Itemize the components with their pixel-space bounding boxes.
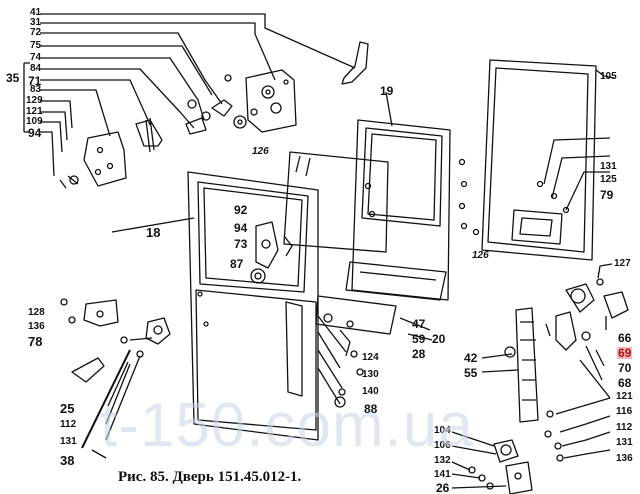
window-frame (351, 119, 451, 301)
callout-79: 79 (600, 188, 614, 202)
callout-19: 19 (380, 84, 394, 98)
figure-caption: Рис. 85. Дверь 151.45.012-1. (118, 469, 302, 485)
callout-66: 66 (618, 331, 632, 345)
hinge-plate (83, 131, 127, 187)
callout-47: 47 (412, 317, 426, 331)
callout-28: 28 (412, 347, 426, 361)
callout-136-left: 136 (28, 321, 45, 332)
callout-73: 73 (234, 237, 248, 251)
callout-38: 38 (60, 453, 75, 468)
callout-74: 74 (30, 52, 42, 63)
callout-121-right: 121 (616, 391, 633, 402)
callout-128: 128 (28, 307, 45, 318)
callout-55: 55 (464, 366, 478, 380)
inner-panel-seal (481, 59, 597, 261)
callout-131-left: 131 (60, 436, 77, 447)
outer-handle (341, 41, 369, 85)
callout-126-mid: 126 (472, 250, 489, 261)
callout-87: 87 (230, 257, 244, 271)
callout-141: 141 (434, 469, 451, 480)
callout-41: 41 (30, 7, 42, 18)
callout-59: 59 (412, 332, 426, 346)
callout-26: 26 (436, 481, 450, 494)
callout-140: 140 (362, 386, 379, 397)
callout-136-right: 136 (616, 453, 633, 464)
callout-131-bottom-right: 131 (616, 437, 633, 448)
callout-75: 75 (30, 40, 42, 51)
watermark: t-150.com.ua (100, 391, 474, 460)
inner-handle (71, 357, 105, 383)
lock-housing (245, 69, 297, 133)
lower-rail (345, 261, 447, 301)
callout-92: 92 (234, 203, 248, 217)
callout-104: 104 (434, 425, 451, 436)
callout-116: 116 (616, 406, 633, 417)
callout-35: 35 (6, 71, 20, 85)
callout-31: 31 (30, 17, 42, 28)
callout-131-right: 131 (600, 161, 617, 172)
callout-129: 129 (26, 95, 43, 106)
callout-70: 70 (618, 361, 632, 375)
callout-94-left: 94 (28, 126, 42, 140)
callout-121-top: 121 (26, 106, 43, 117)
callout-71: 71 (28, 74, 42, 88)
callout-106: 106 (434, 440, 451, 451)
callout-109: 109 (26, 116, 43, 127)
callout-127: 127 (614, 258, 631, 269)
callout-68: 68 (618, 376, 632, 390)
callout-83: 83 (30, 84, 42, 95)
glass-panel (283, 151, 389, 253)
callout-42: 42 (464, 351, 478, 365)
door-shell (187, 171, 319, 441)
callout-124: 124 (362, 352, 379, 363)
callout-78: 78 (28, 334, 43, 349)
callout-94-mid: 94 (234, 221, 248, 235)
latch-knob (603, 291, 629, 319)
callout-105: 105 (600, 71, 617, 82)
callout-126-top: 126 (252, 146, 269, 157)
lock-rod (515, 307, 539, 423)
callout-130: 130 (362, 369, 379, 380)
guide-rail (315, 295, 397, 335)
callout-18: 18 (146, 225, 161, 240)
callout-20: 20 (432, 332, 446, 346)
leader-41 (40, 13, 356, 69)
callout-125: 125 (600, 174, 617, 185)
callout-112-left: 112 (60, 419, 77, 430)
callout-132: 132 (434, 455, 451, 466)
callout-88: 88 (364, 402, 378, 416)
callout-25: 25 (60, 401, 75, 416)
striker-plate (505, 461, 533, 494)
callout-84: 84 (30, 63, 42, 74)
callout-72: 72 (30, 27, 42, 38)
callout-69-highlighted: 69 (617, 346, 633, 360)
handle-recess (511, 209, 563, 245)
callout-112-right: 112 (616, 422, 633, 433)
